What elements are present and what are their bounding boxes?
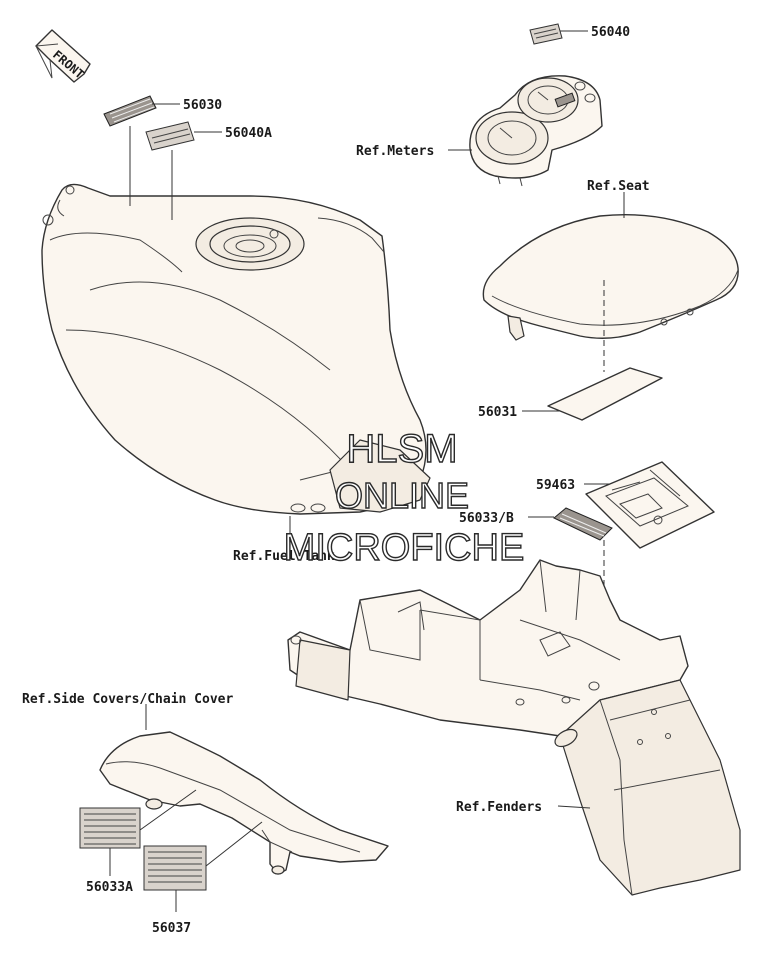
label-56037: 56037 <box>152 921 191 936</box>
seat <box>482 214 739 341</box>
label-ref-fuel-tank: Ref.Fuel Tank <box>233 549 335 564</box>
watermark-line1: HLSM <box>346 427 457 471</box>
rear-fender <box>287 559 741 896</box>
decal-56040a: 56040A <box>145 121 272 220</box>
watermark-line3: MICROFICHE <box>284 527 525 569</box>
decal-56033b: 56033/B <box>459 507 613 652</box>
watermark: HLSM ONLINE MICROFICHE <box>283 426 525 569</box>
label-ref-side-covers: Ref.Side Covers/Chain Cover <box>22 692 233 707</box>
label-ref-meters: Ref.Meters <box>356 144 434 159</box>
decal-56040: 56040 <box>529 23 630 45</box>
label-59463: 59463 <box>536 478 575 493</box>
decal-56033a: 56033A <box>79 789 197 895</box>
decal-56030: 56030 <box>103 95 222 206</box>
label-56030: 56030 <box>183 98 222 113</box>
label-56033a: 56033A <box>86 880 133 895</box>
meters-cluster <box>469 75 603 187</box>
label-56040a: 56040A <box>225 126 272 141</box>
label-56033b: 56033/B <box>459 511 514 526</box>
fuel-tank <box>41 183 431 515</box>
decal-56031: 56031 <box>478 367 663 421</box>
watermark-line2: ONLINE <box>335 475 469 516</box>
label-ref-fenders: Ref.Fenders <box>456 800 542 815</box>
label-ref-seat: Ref.Seat <box>587 179 650 194</box>
decal-56037: 56037 <box>143 821 263 936</box>
decal-59463: 59463 <box>536 461 715 549</box>
label-56040: 56040 <box>591 25 630 40</box>
label-56031: 56031 <box>478 405 517 420</box>
front-arrow-icon: FRONT <box>35 29 91 83</box>
chain-cover <box>99 731 389 875</box>
